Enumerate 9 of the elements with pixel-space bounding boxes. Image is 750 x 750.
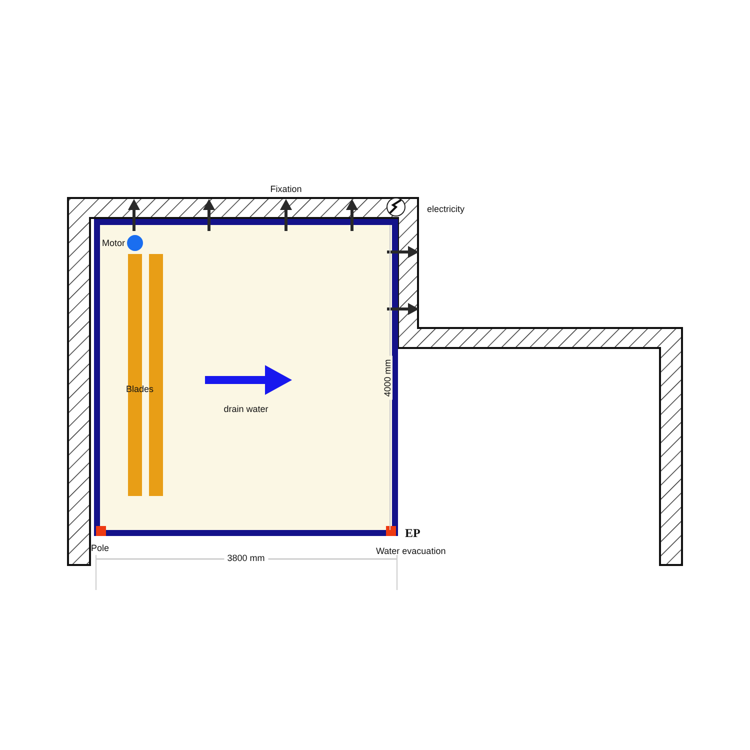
drain-water-label: drain water	[224, 405, 268, 414]
water-evacuation-code: EP	[405, 527, 420, 539]
motor-label: Motor	[102, 239, 125, 248]
dimension-label: 4000 mm	[384, 356, 392, 400]
water-evacuation-label: Water evacuation	[376, 547, 446, 556]
fixation-label: Fixation	[270, 185, 302, 194]
electricity-label: electricity	[427, 205, 465, 214]
pole-label: Pole	[91, 544, 110, 553]
dimension-label: 3800 mm	[224, 554, 268, 563]
